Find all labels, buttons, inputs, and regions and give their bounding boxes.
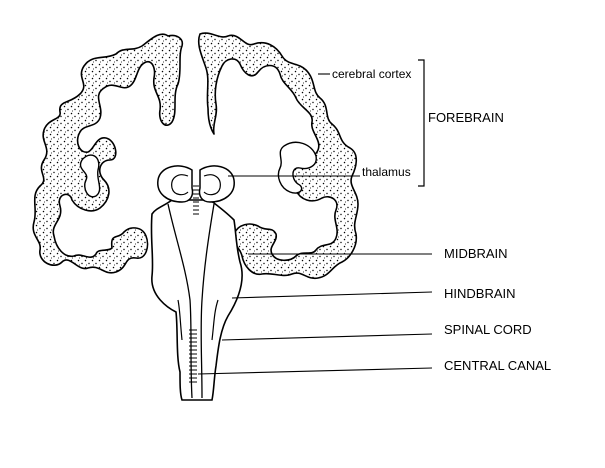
thalamus-inner-left xyxy=(171,174,189,196)
right-sulcus-loop xyxy=(277,141,317,194)
left-hemisphere-cortex xyxy=(32,33,184,274)
brainstem-tract-outer xyxy=(177,299,183,341)
brainstem-tract-right xyxy=(200,203,215,399)
thalamus-label: thalamus xyxy=(362,165,411,179)
thalamus-inner-right xyxy=(203,174,221,196)
spinal-cord-leader xyxy=(221,333,433,341)
thalamus-right-lobe xyxy=(198,165,235,203)
central-canal-leader xyxy=(197,367,433,375)
central-canal-label: CENTRAL CANAL xyxy=(444,358,551,373)
cerebral-cortex-label: cerebral cortex xyxy=(332,67,411,81)
hindbrain-leader xyxy=(231,291,433,299)
hindbrain-label: HINDBRAIN xyxy=(444,286,516,301)
central-canal-ticks xyxy=(189,329,197,383)
thalamus-left-lobe xyxy=(157,165,194,203)
forebrain-bracket xyxy=(418,59,425,187)
brainstem-outline xyxy=(150,199,243,401)
thalamus-midline xyxy=(193,185,199,215)
forebrain-label: FOREBRAIN xyxy=(428,110,504,125)
spinal-cord-label: SPINAL CORD xyxy=(444,322,532,337)
midbrain-label: MIDBRAIN xyxy=(444,246,508,261)
left-sulcus-loop xyxy=(79,154,101,198)
brainstem-tract-outer-right xyxy=(211,299,219,341)
